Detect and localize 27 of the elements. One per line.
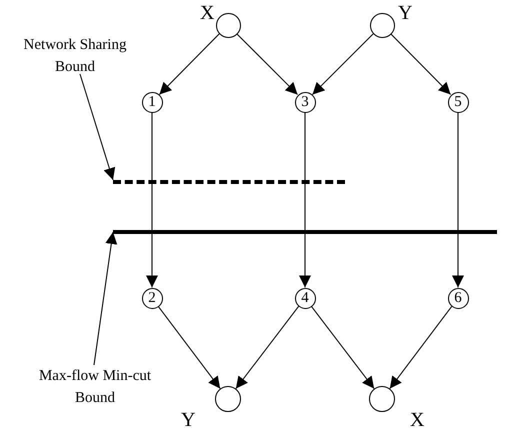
numbered-node: 3 xyxy=(294,92,316,112)
arrow xyxy=(146,112,158,288)
leader-line xyxy=(94,232,118,366)
arrow xyxy=(390,33,452,96)
arrow xyxy=(452,112,464,288)
arrow xyxy=(299,112,311,288)
numbered-node: 1 xyxy=(142,92,162,112)
node-label: Y xyxy=(181,410,196,430)
arrow xyxy=(389,306,452,390)
arrow xyxy=(158,306,221,390)
node-label: Y xyxy=(398,3,412,23)
arrow xyxy=(158,33,220,96)
numbered-node: 4 xyxy=(294,288,316,308)
dashed-bound-line xyxy=(113,180,345,184)
arrow xyxy=(312,33,374,96)
node-label: X xyxy=(410,410,424,430)
node-label: X xyxy=(200,3,214,23)
numbered-node: 6 xyxy=(448,288,468,308)
arrow xyxy=(310,306,375,390)
annotation-text: Max-flow Min-cut Bound xyxy=(30,365,160,409)
arrow xyxy=(236,33,298,96)
numbered-node: 2 xyxy=(142,288,162,308)
solid-bound-line xyxy=(113,230,497,234)
arrow xyxy=(235,306,300,390)
numbered-node: 5 xyxy=(448,92,468,112)
annotation-text: Network Sharing Bound xyxy=(20,34,130,78)
leader-line xyxy=(80,74,116,180)
